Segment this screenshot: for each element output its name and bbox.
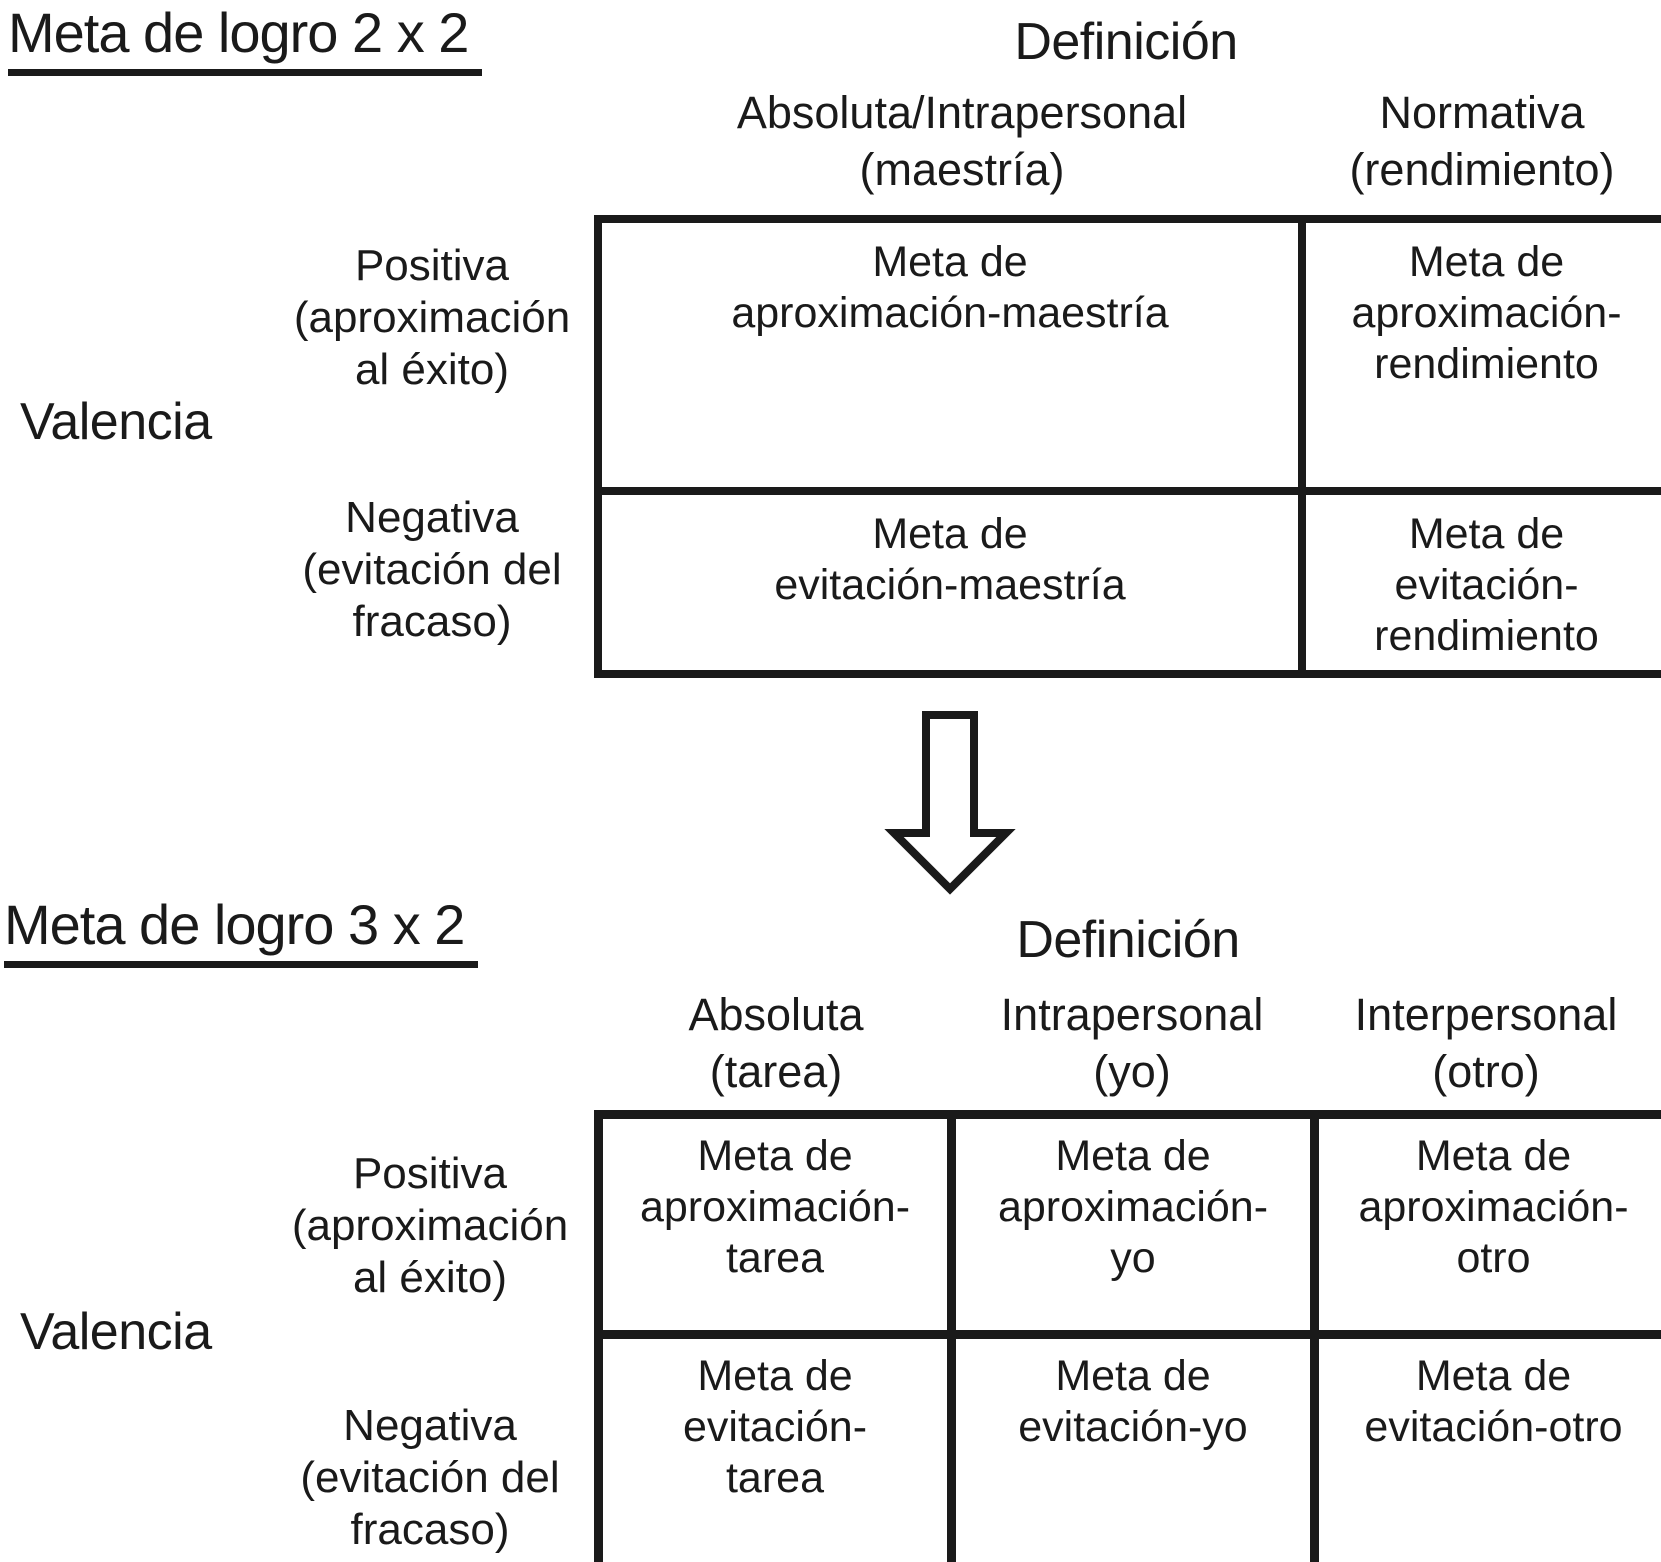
section-3x2: Meta de logro 3 x 2 <box>4 895 479 968</box>
cell-avoidance-task: Meta de evitación- tarea <box>603 1339 956 1562</box>
row-label-line: Positiva <box>354 241 510 290</box>
definition-header-2x2: Definición <box>1014 13 1238 71</box>
cell-line: aproximación- <box>1358 1183 1629 1231</box>
definition-header-3x2: Definición <box>1016 911 1240 969</box>
cell-line: Meta de <box>1415 1352 1572 1400</box>
column-header-line: Interpersonal <box>1354 989 1618 1040</box>
cell-approach-other: Meta de aproximación- otro <box>1319 1119 1661 1339</box>
cell-line: Meta de <box>1408 238 1565 286</box>
column-header-mastery: Absoluta/Intrapersonal (maestría) <box>737 84 1187 198</box>
down-arrow-icon <box>884 711 1016 895</box>
column-header-normative: Normativa (rendimiento) <box>1349 84 1614 198</box>
column-header-line: Absoluta <box>688 989 864 1040</box>
cell-line: aproximación- <box>997 1183 1269 1231</box>
cell-line: tarea <box>725 1234 824 1282</box>
valence-label-3x2: Valencia <box>20 1303 212 1361</box>
column-header-line: (yo) <box>1093 1046 1171 1097</box>
section-3x2-title: Meta de logro 3 x 2 <box>4 895 479 968</box>
cell-line: Meta de <box>1055 1352 1211 1400</box>
row-label-line: fracaso) <box>352 597 512 646</box>
cell-line: evitación-otro <box>1364 1403 1623 1451</box>
row-label-positive-2x2: Positiva (aproximación al éxito) <box>294 240 570 396</box>
row-label-line: al éxito) <box>354 345 510 394</box>
column-header-line: (otro) <box>1432 1046 1540 1097</box>
column-header-line: (tarea) <box>709 1046 843 1097</box>
column-header-line: (rendimiento) <box>1349 144 1615 195</box>
table-2x2: Meta de aproximación-maestría Meta de ap… <box>594 215 1661 678</box>
row-label-line: Negativa <box>345 493 519 542</box>
row-label-negative-3x2: Negativa (evitación del fracaso) <box>300 1400 559 1556</box>
cell-line: otro <box>1456 1234 1531 1282</box>
column-header-intrapersonal: Intrapersonal (yo) <box>1001 986 1264 1100</box>
cell-approach-performance: Meta de aproximación- rendimiento <box>1306 223 1661 495</box>
cell-avoidance-other: Meta de evitación-otro <box>1319 1339 1661 1562</box>
row-label-line: (evitación del <box>302 545 562 594</box>
cell-line: aproximación-maestría <box>731 289 1169 337</box>
cell-line: tarea <box>725 1454 824 1502</box>
column-header-line: Intrapersonal <box>1000 989 1264 1040</box>
cell-approach-task: Meta de aproximación- tarea <box>603 1119 956 1339</box>
column-header-line: Normativa <box>1379 87 1585 138</box>
section-2x2: Meta de logro 2 x 2 <box>8 3 483 76</box>
cell-approach-mastery: Meta de aproximación-maestría <box>602 223 1306 495</box>
cell-avoidance-performance: Meta de evitación- rendimiento <box>1306 495 1661 670</box>
cell-line: evitación-yo <box>1018 1403 1248 1451</box>
column-header-line: Absoluta/Intrapersonal <box>736 87 1188 138</box>
cell-line: aproximación- <box>639 1183 911 1231</box>
valence-label-2x2: Valencia <box>20 393 212 451</box>
column-header-interpersonal: Interpersonal (otro) <box>1355 986 1618 1100</box>
cell-approach-self: Meta de aproximación- yo <box>956 1119 1319 1339</box>
cell-line: rendimiento <box>1374 340 1599 388</box>
cell-line: Meta de <box>697 1132 853 1180</box>
row-label-line: (aproximación <box>291 1201 569 1250</box>
cell-avoidance-self: Meta de evitación-yo <box>956 1339 1319 1562</box>
row-label-line: (evitación del <box>300 1453 560 1502</box>
cell-line: yo <box>1110 1234 1156 1282</box>
cell-line: Meta de <box>1055 1132 1211 1180</box>
row-label-positive-3x2: Positiva (aproximación al éxito) <box>292 1148 568 1304</box>
row-label-line: fracaso) <box>350 1505 510 1554</box>
row-label-negative-2x2: Negativa (evitación del fracaso) <box>302 492 561 648</box>
cell-line: Meta de <box>1408 510 1565 558</box>
cell-line: Meta de <box>872 238 1028 286</box>
row-label-line: Positiva <box>352 1149 508 1198</box>
cell-line: aproximación- <box>1351 289 1622 337</box>
row-label-line: Negativa <box>343 1401 517 1450</box>
column-header-absolute: Absoluta (tarea) <box>688 986 863 1100</box>
cell-line: evitación-maestría <box>774 561 1126 609</box>
row-label-line: al éxito) <box>352 1253 508 1302</box>
cell-line: evitación- <box>1394 561 1579 609</box>
cell-line: Meta de <box>697 1352 853 1400</box>
cell-line: rendimiento <box>1374 612 1599 660</box>
cell-avoidance-mastery: Meta de evitación-maestría <box>602 495 1306 670</box>
cell-line: evitación- <box>682 1403 868 1451</box>
cell-line: Meta de <box>1415 1132 1572 1180</box>
cell-line: Meta de <box>872 510 1028 558</box>
column-header-line: (maestría) <box>859 144 1065 195</box>
row-label-line: (aproximación <box>293 293 571 342</box>
table-3x2: Meta de aproximación- tarea Meta de apro… <box>594 1110 1661 1562</box>
section-2x2-title: Meta de logro 2 x 2 <box>8 3 483 76</box>
